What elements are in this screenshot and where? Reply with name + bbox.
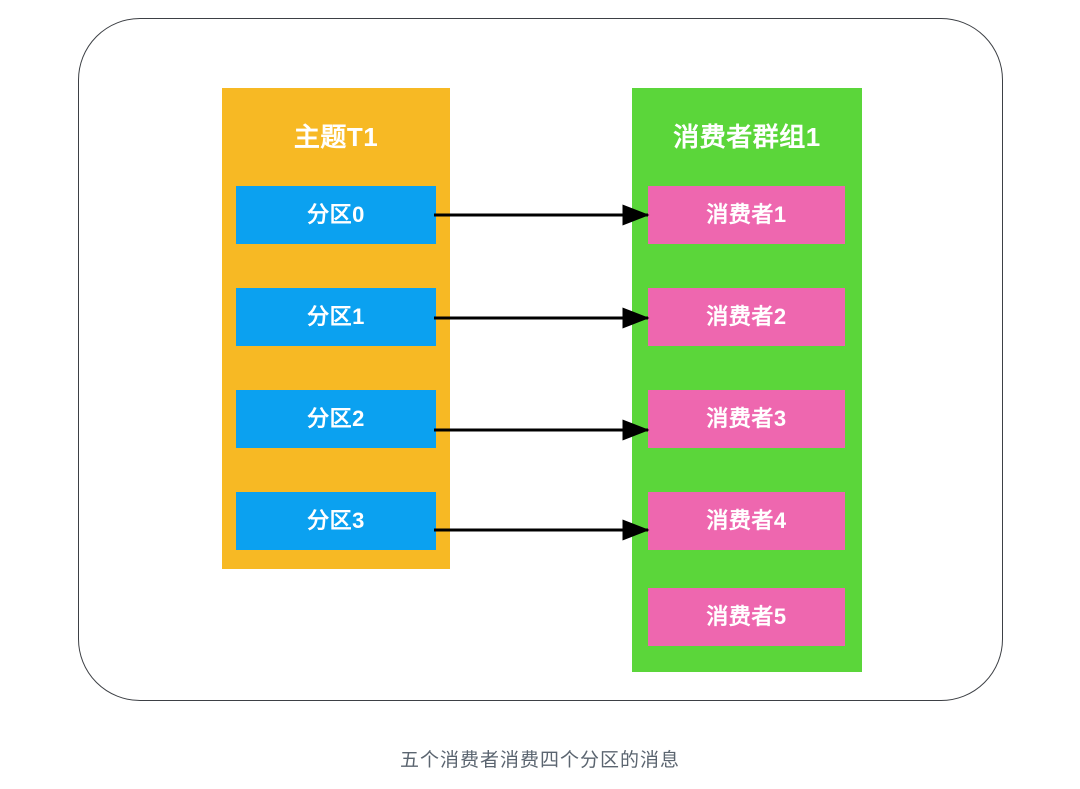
consumer-box-1: 消费者1 [648,186,845,244]
consumer-group-container: 消费者群组1 [632,88,862,672]
partition-box-3: 分区3 [236,492,436,550]
partition-box-0: 分区0 [236,186,436,244]
outer-frame [78,18,1003,701]
consumer-box-2: 消费者2 [648,288,845,346]
consumer-box-5: 消费者5 [648,588,845,646]
partition-box-1: 分区1 [236,288,436,346]
topic-title: 主题T1 [293,122,379,152]
consumer-group-title: 消费者群组1 [673,122,821,152]
consumer-box-3: 消费者3 [648,390,845,448]
consumer-box-4: 消费者4 [648,492,845,550]
partition-box-2: 分区2 [236,390,436,448]
diagram-caption: 五个消费者消费四个分区的消息 [399,750,680,771]
